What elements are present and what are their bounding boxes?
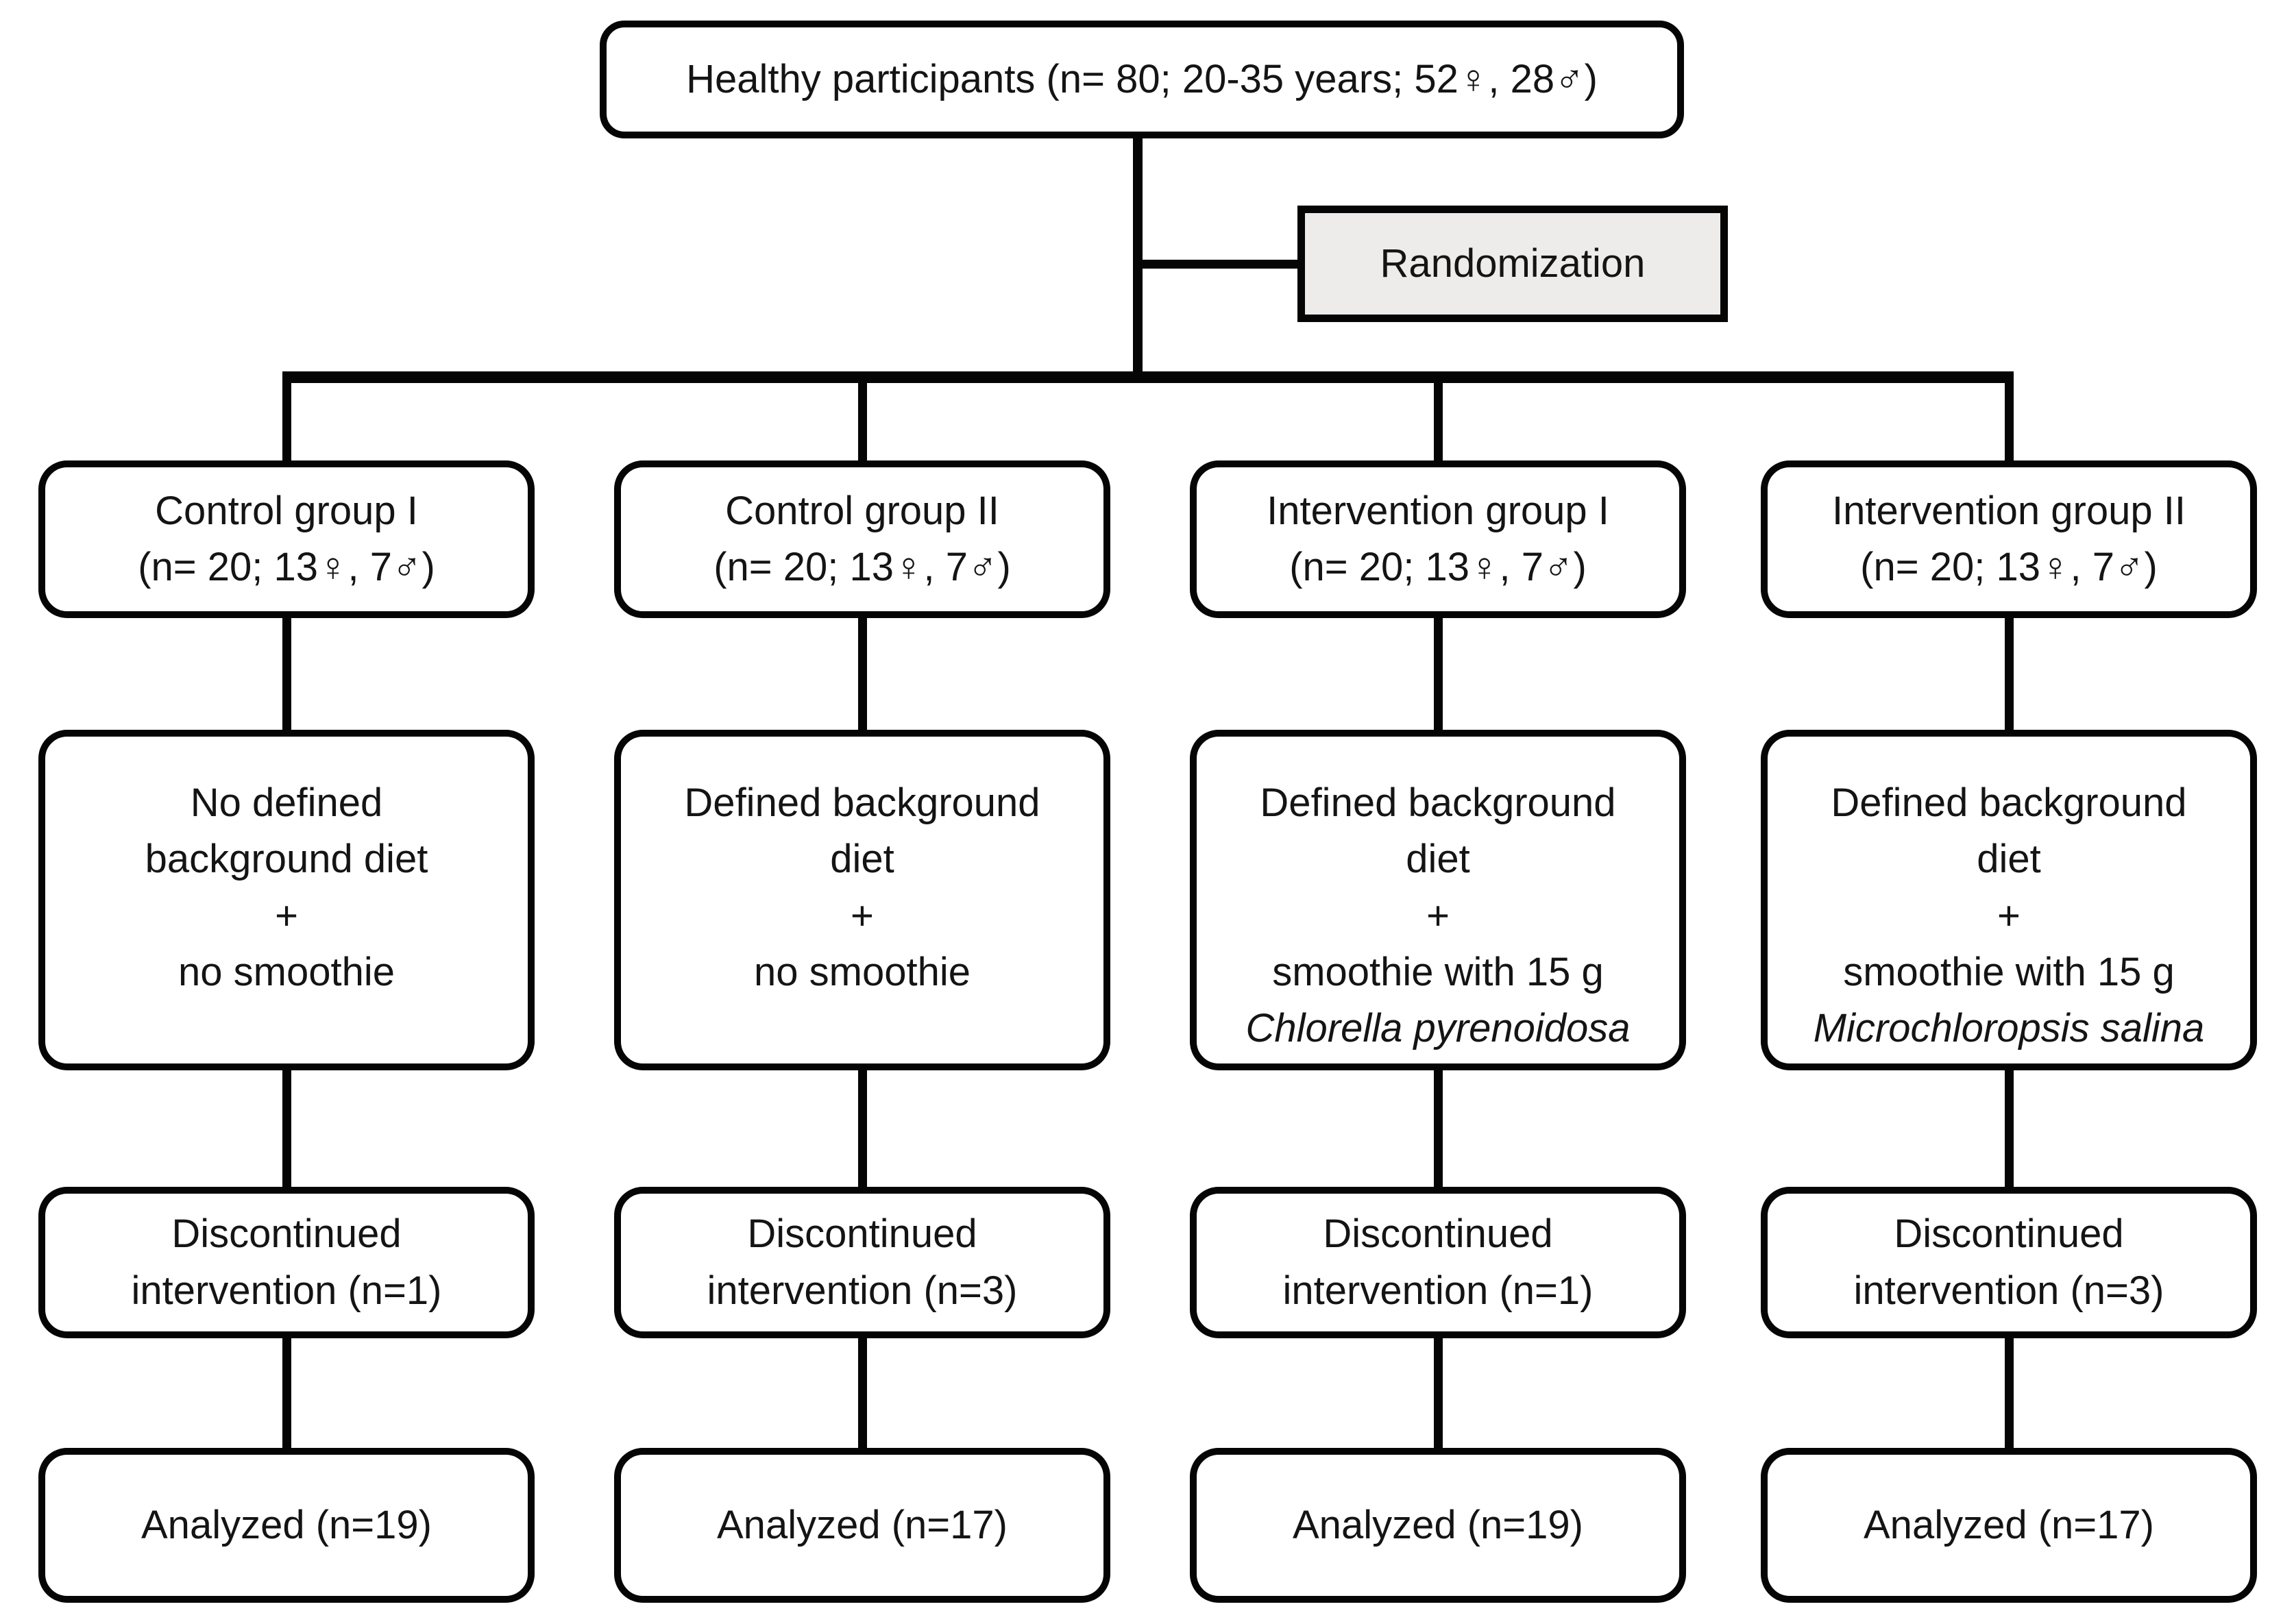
connector-group-diet-col3	[1434, 613, 1443, 735]
analyzed-box-col2: Analyzed (n=17)	[614, 1448, 1110, 1603]
discontinued-box-col1: Discontinued intervention (n=1)	[38, 1187, 535, 1338]
diet-line: diet	[830, 837, 894, 882]
diet-line: smoothie with 15 g	[1843, 950, 2175, 995]
connector-branch-bar	[282, 371, 2014, 383]
connector-drop-col4	[2005, 376, 2014, 465]
discontinued-line: intervention (n=3)	[1853, 1268, 2164, 1313]
diet-line: +	[275, 893, 298, 938]
group-title: Control group II	[725, 488, 999, 533]
group-title: Intervention group I	[1267, 488, 1609, 533]
connector-drop-col1	[282, 376, 291, 465]
diet-line: diet	[1406, 837, 1470, 882]
connector-drop-col2	[858, 376, 867, 465]
diet-box-col4: Defined background diet + smoothie with …	[1761, 730, 2257, 1070]
connector-diet-discontinued-col4	[2005, 1063, 2014, 1191]
diet-line: +	[1426, 893, 1450, 938]
discontinued-line: intervention (n=1)	[131, 1268, 442, 1313]
discontinued-line: Discontinued	[1323, 1211, 1553, 1257]
enrollment-label: Healthy participants (n= 80; 20-35 years…	[686, 56, 1598, 101]
discontinued-box-col2: Discontinued intervention (n=3)	[614, 1187, 1110, 1338]
discontinued-line: Discontinued	[747, 1211, 977, 1257]
group-box-intervention-2: Intervention group II (n= 20; 13♀, 7♂)	[1761, 460, 2257, 618]
group-box-intervention-1: Intervention group I (n= 20; 13♀, 7♂)	[1190, 460, 1686, 618]
discontinued-box-col3: Discontinued intervention (n=1)	[1190, 1187, 1686, 1338]
diet-line: No defined	[190, 780, 383, 825]
connector-discontinued-analyzed-col3	[1434, 1333, 1443, 1451]
connector-diet-discontinued-col1	[282, 1063, 291, 1191]
group-n: (n= 20; 13♀, 7♂)	[713, 545, 1011, 589]
diet-box-col3: Defined background diet + smoothie with …	[1190, 730, 1686, 1070]
diet-box-col1: No defined background diet + no smoothie	[38, 730, 535, 1070]
group-n: (n= 20; 13♀, 7♂)	[1289, 545, 1587, 589]
connector-discontinued-analyzed-col2	[858, 1333, 867, 1451]
group-title: Intervention group II	[1832, 488, 2186, 533]
randomization-label: Randomization	[1380, 241, 1646, 286]
diet-line: +	[851, 893, 874, 938]
group-title: Control group I	[155, 488, 418, 533]
diet-line: no smoothie	[754, 950, 971, 995]
connector-discontinued-analyzed-col1	[282, 1333, 291, 1451]
analyzed-box-col4: Analyzed (n=17)	[1761, 1448, 2257, 1603]
connector-group-diet-col1	[282, 613, 291, 735]
analyzed-label: Analyzed (n=19)	[141, 1502, 432, 1547]
connector-group-diet-col4	[2005, 613, 2014, 735]
diet-line: Defined background	[1831, 780, 2187, 825]
connector-randomization-stub	[1133, 260, 1302, 269]
analyzed-box-col1: Analyzed (n=19)	[38, 1448, 535, 1603]
diet-line: smoothie with 15 g	[1272, 950, 1604, 995]
diet-species-line: Microchloropsis salina	[1813, 1006, 2205, 1051]
connector-diet-discontinued-col3	[1434, 1063, 1443, 1191]
analyzed-label: Analyzed (n=17)	[717, 1502, 1008, 1547]
diet-line: no smoothie	[178, 950, 395, 995]
discontinued-line: intervention (n=3)	[707, 1268, 1018, 1313]
group-box-control-2: Control group II (n= 20; 13♀, 7♂)	[614, 460, 1110, 618]
connector-group-diet-col2	[858, 613, 867, 735]
connector-discontinued-analyzed-col4	[2005, 1333, 2014, 1451]
group-n: (n= 20; 13♀, 7♂)	[1860, 545, 2158, 589]
connector-trunk	[1133, 134, 1143, 382]
enrollment-box: Healthy participants (n= 80; 20-35 years…	[600, 21, 1684, 138]
discontinued-line: Discontinued	[171, 1211, 402, 1257]
analyzed-label: Analyzed (n=17)	[1864, 1502, 2154, 1547]
diet-line: +	[1997, 893, 2021, 938]
discontinued-line: intervention (n=1)	[1282, 1268, 1594, 1313]
group-n: (n= 20; 13♀, 7♂)	[138, 545, 435, 589]
diet-species-line: Chlorella pyrenoidosa	[1245, 1006, 1631, 1051]
group-box-control-1: Control group I (n= 20; 13♀, 7♂)	[38, 460, 535, 618]
randomization-box: Randomization	[1297, 206, 1728, 322]
diet-line: Defined background	[684, 780, 1040, 825]
diet-line: diet	[1977, 837, 2041, 882]
analyzed-label: Analyzed (n=19)	[1293, 1502, 1583, 1547]
connector-drop-col3	[1434, 376, 1443, 465]
discontinued-box-col4: Discontinued intervention (n=3)	[1761, 1187, 2257, 1338]
analyzed-box-col3: Analyzed (n=19)	[1190, 1448, 1686, 1603]
diet-line: background diet	[145, 837, 428, 882]
diet-box-col2: Defined background diet + no smoothie	[614, 730, 1110, 1070]
diet-line: Defined background	[1260, 780, 1616, 825]
connector-diet-discontinued-col2	[858, 1063, 867, 1191]
discontinued-line: Discontinued	[1894, 1211, 2124, 1257]
